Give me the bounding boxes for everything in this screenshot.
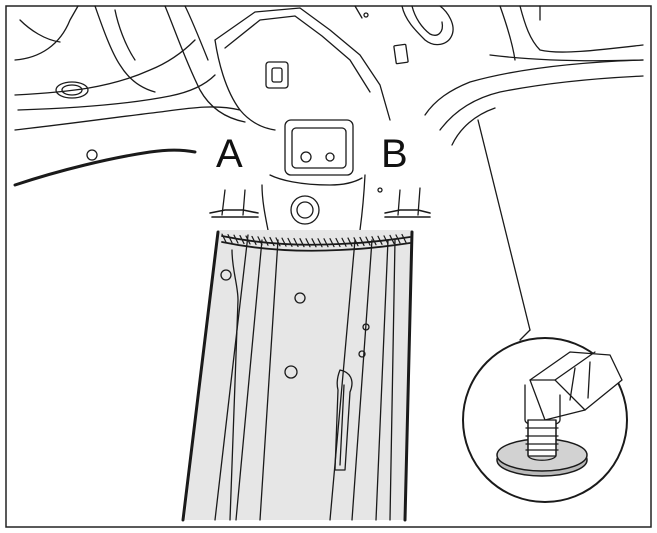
figure-border xyxy=(5,5,652,528)
cut-mark-b xyxy=(377,187,431,218)
weld-seam xyxy=(221,233,411,252)
label-a: A xyxy=(216,132,243,176)
roof-panel-left xyxy=(13,5,246,187)
roof-panel-right xyxy=(354,5,644,331)
upper-bracket xyxy=(214,7,391,244)
detail-inset xyxy=(462,329,628,503)
label-b: B xyxy=(381,132,408,176)
cut-mark-a xyxy=(209,189,259,218)
pillar xyxy=(181,230,414,522)
